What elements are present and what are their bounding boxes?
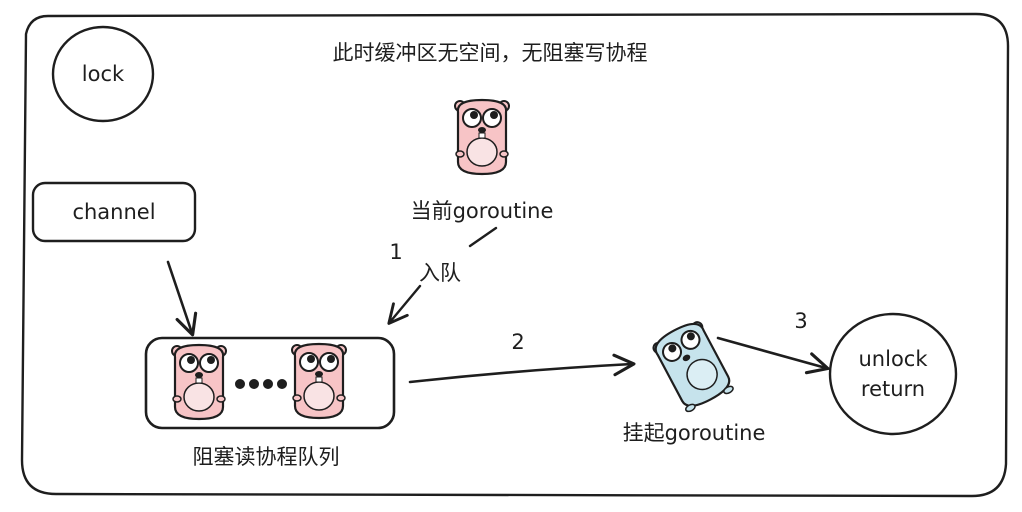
current-gopher-icon [453,98,511,176]
unlock-return-node: unlock return [828,312,958,436]
queue-gopher-icon [290,342,348,420]
enqueue-label: 入队 [419,261,461,285]
diagram-title: 此时缓冲区无空间，无阻塞写协程 [333,41,648,65]
queue-gopher-icon [170,343,228,421]
suspend-label: 挂起goroutine [623,421,766,445]
suspend-arrow [408,353,636,384]
unlock-label: unlock [858,347,928,371]
unlock-step-number: 3 [794,309,807,333]
return-label: return [861,377,925,401]
queue-label: 阻塞读协程队列 [193,445,340,469]
lock-node: lock [51,25,155,123]
channel-label: channel [72,200,155,224]
channel-node: channel [31,181,197,243]
unlock-arrow [716,336,830,375]
outer-frame [20,12,1010,498]
suspend-step-number: 2 [511,330,524,354]
channel-to-queue-arrow [166,260,198,337]
lock-label: lock [82,62,125,86]
ellipsis-dots [235,379,287,389]
current-goroutine-label: 当前goroutine [411,199,554,223]
suspended-goroutine [652,321,734,413]
current-goroutine: 当前goroutine [411,98,554,223]
enqueue-arrow [390,226,498,322]
enqueue-step-number: 1 [389,240,402,264]
blocked-read-queue [144,336,396,430]
